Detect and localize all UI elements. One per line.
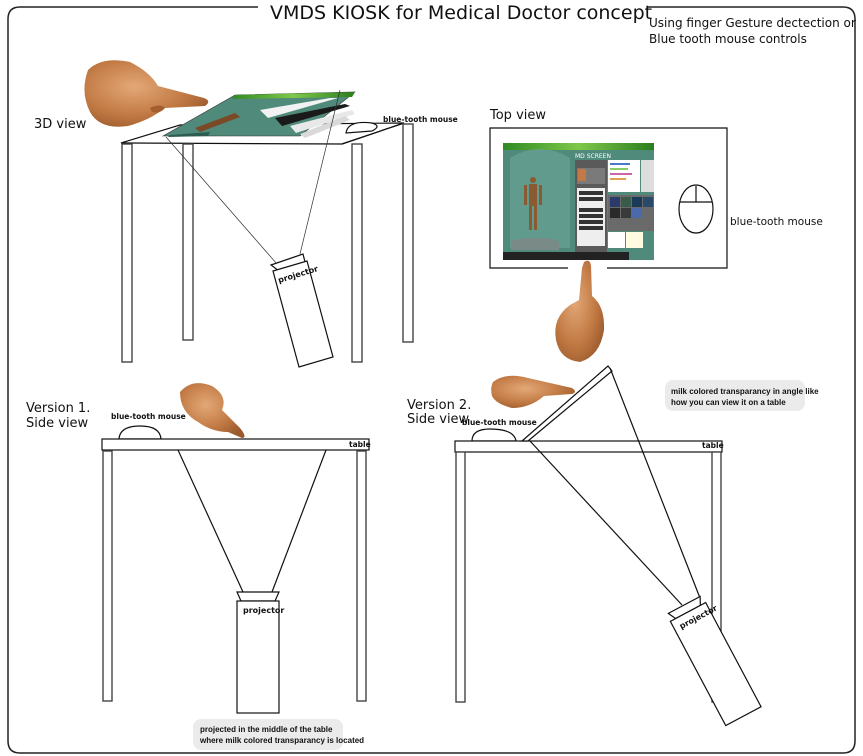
projected-screen-3d	[161, 91, 356, 138]
page-title: VMDS KIOSK for Medical Doctor concept	[270, 2, 652, 24]
bluetooth-mouse-v1	[118, 425, 162, 440]
projector-v2	[669, 601, 762, 727]
note-v2-line2: how you can view it on a table	[671, 398, 786, 407]
table-leg	[182, 143, 194, 341]
pointing-finger-top	[555, 260, 605, 362]
mouse-label-3d: blue-tooth mouse	[383, 115, 458, 124]
projector-3d	[272, 260, 334, 368]
outer-frame	[7, 6, 856, 754]
projector-v2-group: projector	[667, 595, 762, 727]
top-view: Top view MD SCREEN	[489, 108, 823, 362]
bluetooth-mouse-v2	[471, 428, 517, 442]
projector-label-v1: projector	[243, 606, 284, 615]
table-label-v1: table	[349, 440, 371, 449]
version1-label-line2: Side view	[26, 416, 89, 431]
mouse-label-v1: blue-tooth mouse	[111, 412, 186, 421]
pointing-hand-v2	[491, 375, 575, 408]
version2-label-line1: Version 2.	[407, 398, 471, 413]
version1-label-line1: Version 1.	[26, 401, 90, 416]
table-leg	[356, 450, 367, 702]
table-top-v1	[101, 438, 370, 451]
table-leg	[351, 143, 363, 363]
version2-label-line2: Side view	[407, 412, 470, 427]
table-label-v2: table	[702, 441, 724, 450]
version1-side-view: Version 1. Side view blue-tooth mouse ta…	[26, 383, 371, 750]
table-leg	[402, 123, 414, 343]
table-top-v2	[454, 440, 723, 453]
table-leg	[121, 143, 133, 363]
table-leg	[455, 451, 466, 703]
top-view-label: Top view	[489, 108, 546, 123]
md-screen-mock: MD SCREEN	[503, 143, 654, 260]
note-v1-line2: where milk colored transparancy is locat…	[199, 736, 364, 745]
pointing-hand-3d	[84, 60, 209, 127]
mouse-label-top: blue-tooth mouse	[730, 216, 823, 228]
note-v2-line1: milk colored transparancy in angle like	[671, 387, 819, 396]
subtitle-line-2: Blue tooth mouse controls	[649, 32, 807, 46]
projector-lens-v1	[236, 591, 280, 602]
pointing-hand-v1	[180, 383, 245, 438]
bluetooth-mouse-top	[678, 184, 714, 234]
three-d-view: 3D view blue-tooth mouse projector	[34, 60, 458, 368]
note-v1-line1: projected in the middle of the table	[200, 725, 333, 734]
note-v1	[193, 719, 343, 750]
milk-transparency-v2	[520, 365, 613, 442]
projector-v1	[236, 600, 280, 714]
md-screen-heading: MD SCREEN	[575, 153, 611, 160]
bluetooth-mouse-3d	[345, 121, 378, 134]
version2-side-view: Version 2. Side view blue-tooth mouse ta…	[407, 365, 819, 727]
table-outline-top	[489, 127, 728, 269]
table-leg	[102, 450, 113, 702]
three-d-view-label: 3D view	[34, 117, 87, 132]
note-v2	[665, 380, 805, 411]
subtitle-line-1: Using finger Gesture dectection or	[649, 16, 856, 30]
mouse-label-v2: blue-tooth mouse	[462, 418, 537, 427]
